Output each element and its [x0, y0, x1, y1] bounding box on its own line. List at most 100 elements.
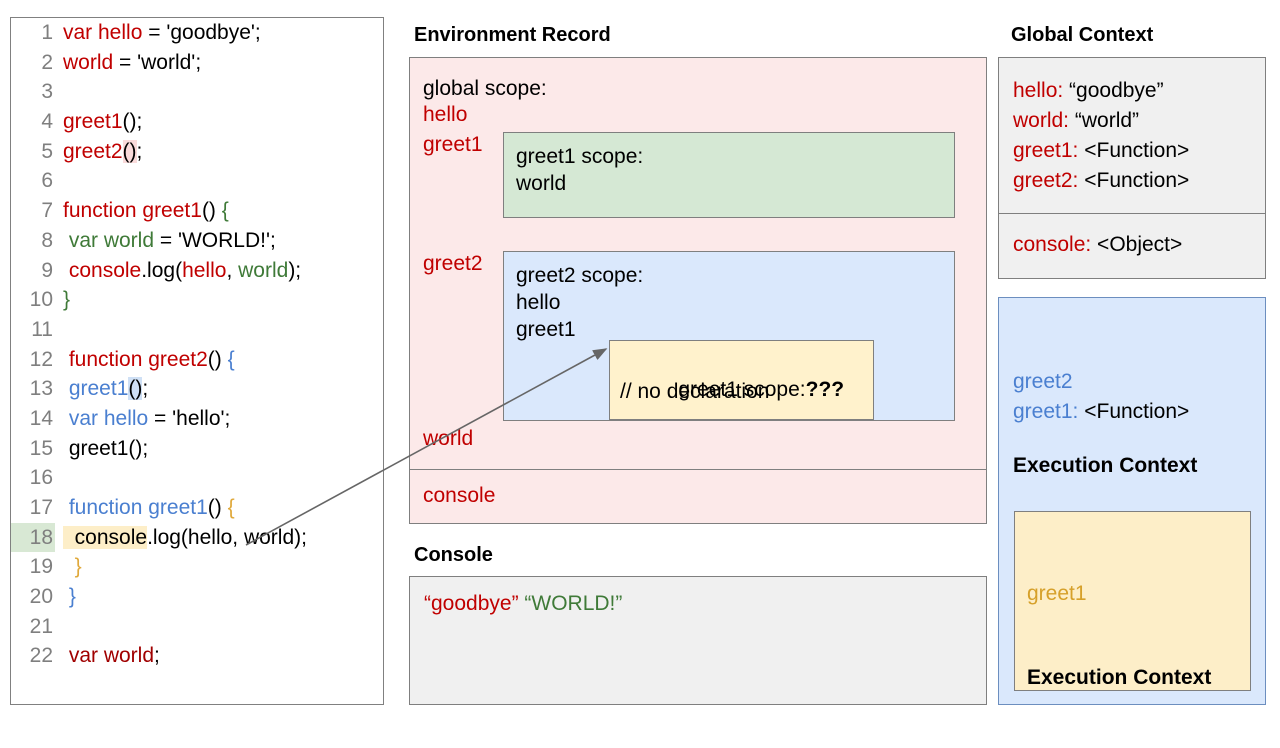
variable-name: greet1:	[1013, 139, 1079, 162]
code-token: }	[63, 555, 82, 579]
console-output-token: “goodbye”	[424, 592, 519, 615]
console-output-token: “WORLD!”	[518, 592, 623, 615]
line-number: 1	[41, 21, 53, 44]
line-number: 22	[29, 644, 53, 668]
code-line-text: var world = 'WORLD!';	[55, 226, 276, 256]
code-line-text: function greet1() {	[55, 196, 229, 226]
code-token: ()	[122, 110, 137, 134]
code-line[interactable]: 22 var world;	[11, 641, 383, 671]
code-token: function greet1	[63, 496, 208, 519]
greet1-exec-name: greet1	[1027, 582, 1087, 605]
greet2-exec-subtitle: Execution Context	[1013, 454, 1198, 477]
line-number: 12	[29, 347, 53, 371]
code-line[interactable]: 20 }	[11, 582, 383, 612]
console-output-line: “goodbye” “WORLD!”	[424, 592, 622, 616]
code-line-text: greet1();	[55, 374, 148, 404]
greet2-scope-box: greet2 scope: hello greet1 greet1 scope:…	[503, 251, 955, 421]
line-number: 16	[29, 466, 53, 490]
code-line-text: console.log(hello, world);	[55, 523, 307, 553]
code-line[interactable]: 8 var world = 'WORLD!';	[11, 226, 383, 256]
greet2-scope-title: greet2 scope:	[516, 264, 644, 287]
code-line[interactable]: 19 }	[11, 552, 383, 582]
code-line[interactable]: 9 console.log(hello, world);	[11, 256, 383, 286]
variable-name: world:	[1013, 109, 1070, 132]
environment-record-box: global scope: hello greet1 greet2 world …	[409, 57, 987, 524]
code-token: greet1();	[63, 436, 149, 460]
code-token: console	[63, 258, 142, 282]
greet1-inner-scope-comment: // no declaration	[620, 380, 770, 403]
code-line[interactable]: 17 function greet1() {	[11, 493, 383, 523]
line-number: 21	[29, 614, 53, 638]
greet1-scope-box: greet1 scope: world	[503, 132, 955, 218]
code-token: greet2	[63, 139, 123, 163]
code-line[interactable]: 21	[11, 612, 383, 642]
code-token: = 'hello';	[148, 406, 231, 430]
code-line-text: greet1();	[55, 107, 142, 137]
global-binding-world: world	[423, 427, 474, 450]
global-context-variable-row: hello: “goodbye”	[1013, 76, 1189, 106]
greet1-inner-scope-title: greet1 scope:	[678, 378, 806, 401]
line-number: 7	[41, 199, 53, 223]
code-line[interactable]: 10}	[11, 285, 383, 315]
global-context-variables-section: hello: “goodbye”world: “world”greet1: <F…	[999, 58, 1265, 214]
code-line[interactable]: 18 console.log(hello, world);	[11, 522, 383, 553]
greet2-scope-binding-hello: hello	[516, 291, 561, 314]
code-line[interactable]: 14 var hello = 'hello';	[11, 404, 383, 434]
variable-value: <Function>	[1078, 400, 1190, 423]
code-token: {	[227, 347, 235, 371]
global-binding-hello: hello	[423, 103, 468, 126]
code-token: {	[227, 496, 235, 519]
line-number: 8	[41, 228, 53, 252]
greet2-exec-variable-row: greet1: <Function>	[1013, 398, 1189, 426]
console-heading: Console	[414, 544, 493, 566]
line-number: 18	[11, 522, 55, 553]
global-binding-greet2: greet2	[423, 252, 483, 275]
global-context-box: hello: “goodbye”world: “world”greet1: <F…	[998, 57, 1266, 279]
code-token: console	[63, 525, 148, 549]
greet1-scope-title: greet1 scope:	[516, 145, 644, 168]
code-token: hello	[182, 258, 227, 282]
code-line[interactable]: 11	[11, 315, 383, 345]
code-token: ;	[136, 139, 143, 163]
global-context-variable-row: greet2: <Function>	[1013, 166, 1189, 196]
line-number: 3	[41, 80, 53, 104]
code-token: world	[238, 258, 289, 282]
greet2-scope-binding-greet1: greet1	[516, 318, 576, 341]
variable-name: greet2:	[1013, 169, 1079, 192]
code-line-text: }	[55, 552, 82, 582]
greet2-execution-context-title: greet2 Execution Context	[1013, 312, 1197, 536]
code-token: );	[288, 258, 302, 282]
line-number: 11	[31, 317, 53, 341]
environment-record-heading: Environment Record	[414, 24, 611, 46]
line-number: 17	[29, 496, 53, 519]
global-context-heading: Global Context	[1011, 24, 1154, 46]
code-token: = 'WORLD!';	[154, 228, 276, 252]
global-scope-label: global scope:	[423, 77, 547, 100]
global-context-console-entry: console: <Object>	[1013, 230, 1182, 260]
code-line[interactable]: 15 greet1();	[11, 434, 383, 464]
code-token: = 'world';	[113, 50, 202, 74]
code-token: ()	[128, 377, 143, 401]
code-line[interactable]: 6	[11, 166, 383, 196]
line-number: 13	[29, 377, 53, 401]
code-line-text: greet2();	[55, 137, 142, 167]
greet1-execution-context-box: greet1 Execution Context	[1014, 511, 1251, 691]
line-number: 6	[41, 169, 53, 193]
code-token: var world	[63, 644, 155, 668]
code-line[interactable]: 3	[11, 77, 383, 107]
code-token: ()	[201, 199, 222, 223]
code-line[interactable]: 12 function greet2() {	[11, 345, 383, 375]
code-token: ()	[122, 139, 137, 163]
code-line-text: function greet1() {	[55, 493, 235, 523]
code-line[interactable]: 16	[11, 463, 383, 493]
code-line[interactable]: 13 greet1();	[11, 374, 383, 404]
code-token: world	[63, 50, 114, 74]
variable-name: console:	[1013, 233, 1092, 256]
code-token: ;	[142, 377, 149, 401]
